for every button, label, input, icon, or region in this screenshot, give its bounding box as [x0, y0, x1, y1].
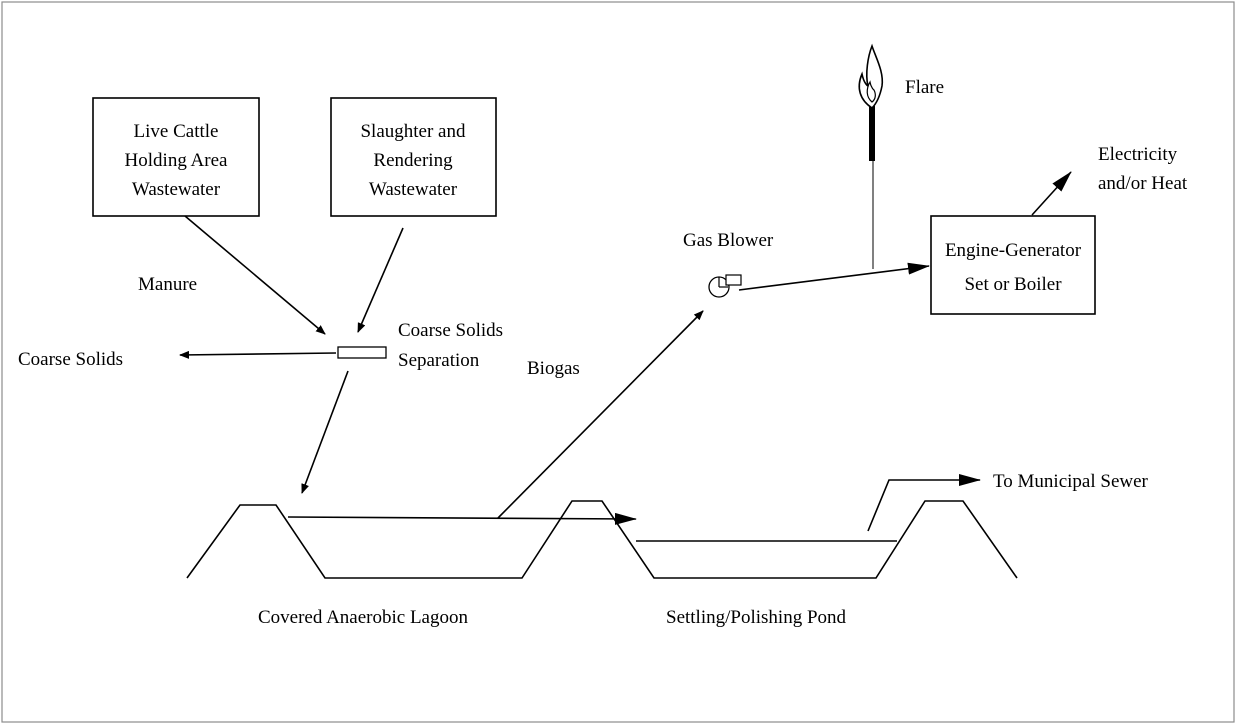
- lagoon-water-surface: [287, 512, 637, 525]
- coarse-solids-label: Coarse Solids: [18, 349, 123, 370]
- cattle-box-line-3: Wastewater: [132, 179, 221, 200]
- flare-label: Flare: [905, 77, 944, 98]
- gas-blower-label: Gas Blower: [683, 230, 774, 251]
- pond-label: Settling/Polishing Pond: [666, 607, 847, 628]
- slaughter-box-line-2: Rendering: [373, 150, 453, 171]
- electricity-label-line-1: Electricity: [1098, 144, 1178, 165]
- electricity-arrow: [1031, 171, 1072, 216]
- coarse-solids-arrow: [179, 350, 337, 359]
- blower-to-engine-arrow: [738, 262, 930, 291]
- manure-label: Manure: [138, 274, 197, 295]
- biogas-label: Biogas: [527, 358, 580, 379]
- separation-label-line-2: Separation: [398, 350, 480, 371]
- slaughter-box-line-3: Wastewater: [369, 179, 458, 200]
- electricity-label-line-2: and/or Heat: [1098, 173, 1188, 194]
- separator-icon: [337, 346, 387, 359]
- slaughter-wastewater-box: Slaughter and Rendering Wastewater: [330, 97, 497, 217]
- cattle-box-line-2: Holding Area: [125, 150, 228, 171]
- slaughter-box-line-1: Slaughter and: [360, 121, 466, 142]
- cattle-to-separator-arrow: [184, 215, 326, 335]
- engine-box-line-1: Engine-Generator: [945, 240, 1082, 261]
- gas-blower-icon: [708, 274, 742, 298]
- biogas-arrow: [497, 310, 704, 519]
- cattle-wastewater-box: Live Cattle Holding Area Wastewater: [92, 97, 260, 217]
- separation-label-line-1: Coarse Solids: [398, 320, 503, 341]
- sewer-label: To Municipal Sewer: [993, 471, 1149, 492]
- engine-box-line-2: Set or Boiler: [964, 274, 1062, 295]
- separator-to-lagoon-arrow: [301, 370, 349, 494]
- to-sewer-arrow: [867, 474, 981, 532]
- lagoon-label: Covered Anaerobic Lagoon: [258, 607, 468, 628]
- cattle-box-line-1: Live Cattle: [134, 121, 219, 142]
- anaerobic-lagoon-outline: [186, 500, 1018, 579]
- flame-icon: [858, 43, 884, 110]
- slaughter-to-separator-arrow: [357, 227, 404, 333]
- engine-generator-box: Engine-Generator Set or Boiler: [930, 215, 1096, 315]
- flare-stack: [869, 106, 875, 161]
